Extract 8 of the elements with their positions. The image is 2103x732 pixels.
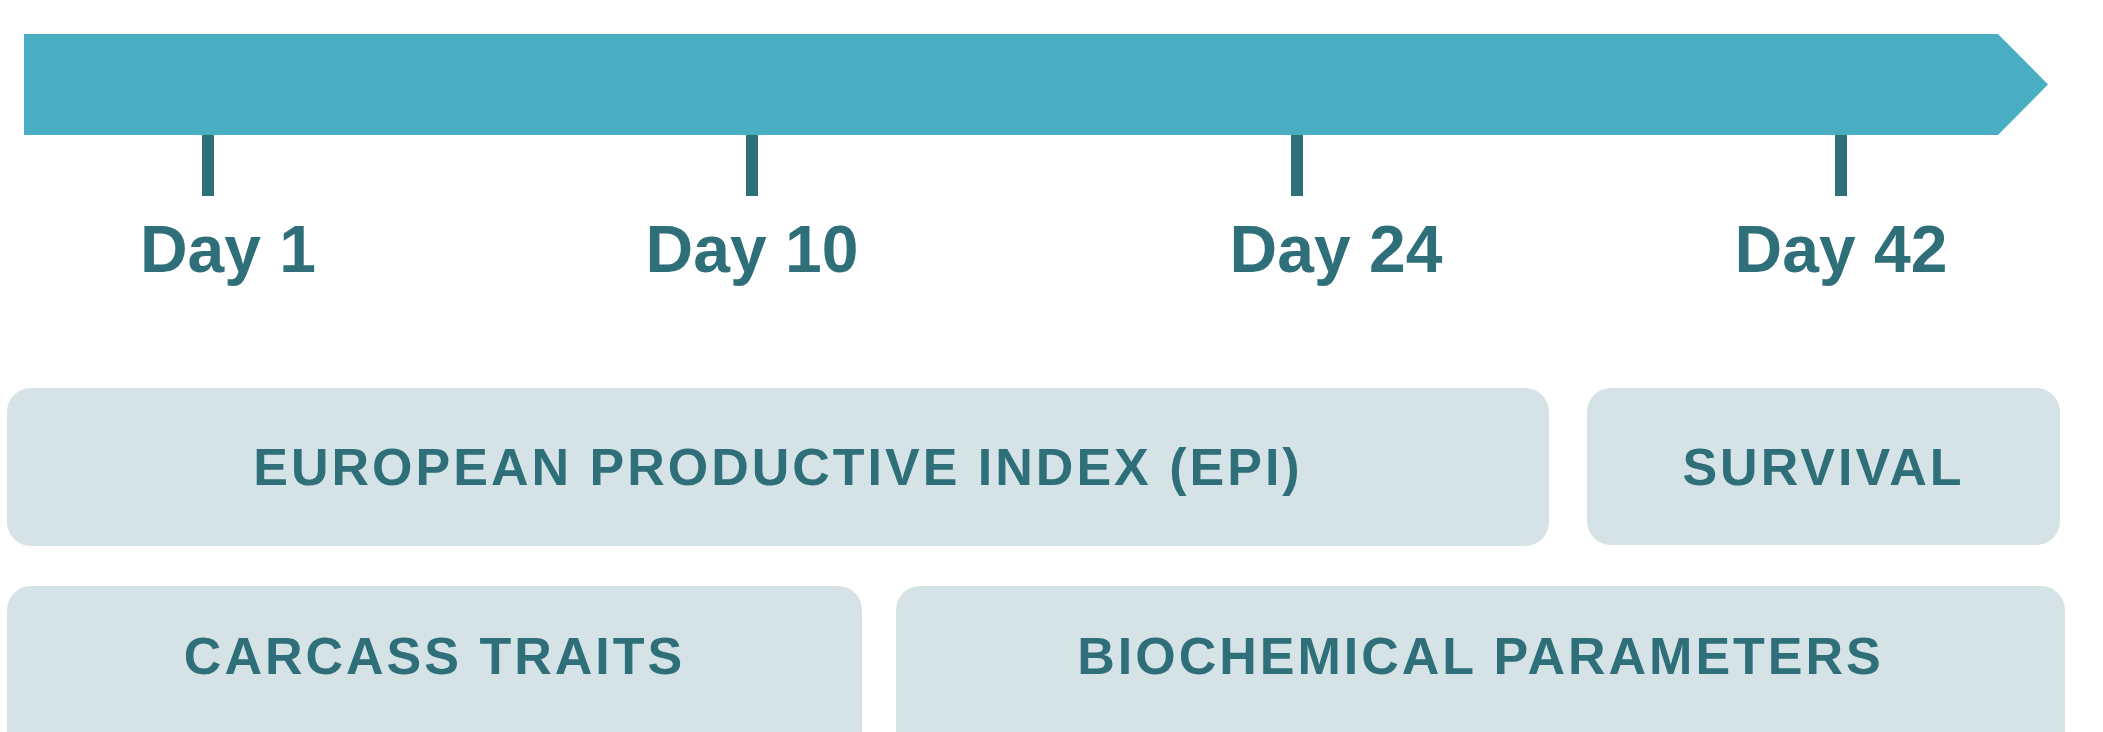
category-box xyxy=(7,586,862,732)
box-title: EUROPEAN PRODUCTIVE INDEX (EPI) xyxy=(253,437,1303,497)
box-title: SURVIVAL xyxy=(1682,436,1965,497)
category-box xyxy=(7,388,1549,546)
box-title: BIOCHEMICAL PARAMETERS xyxy=(1077,626,1884,686)
category-box xyxy=(896,586,2065,732)
category-box xyxy=(1587,388,2060,545)
box-title: CARCASS TRAITS xyxy=(183,626,686,686)
